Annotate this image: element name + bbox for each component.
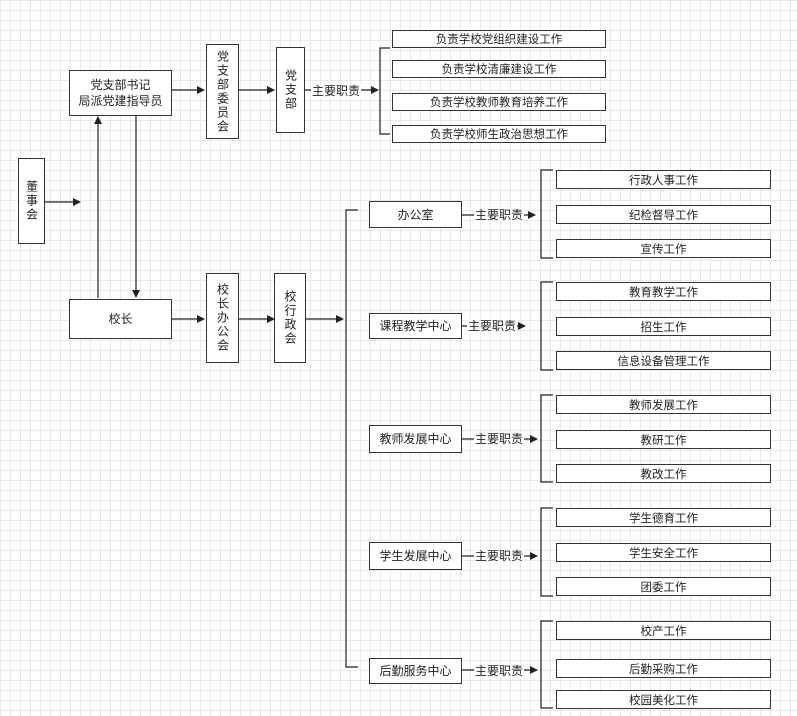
principal-office-label: 校长办公会 <box>215 283 230 353</box>
secretary-box: 党支部书记 局派党建指导员 <box>69 70 172 116</box>
party-branch-box: 党支部 <box>276 47 305 133</box>
duty-item: 教改工作 <box>556 464 771 483</box>
department-box: 办公室 <box>369 201 462 228</box>
party-duty-2: 负责学校清廉建设工作 <box>392 60 606 78</box>
party-committee-label: 党支部委员会 <box>215 49 230 134</box>
principal-label: 校长 <box>108 312 133 326</box>
duty-item: 后勤采购工作 <box>556 659 771 678</box>
duty-item: 行政人事工作 <box>556 170 771 189</box>
board-label: 董事会 <box>24 180 39 222</box>
dept-main-duty-label: 主要职责 <box>474 432 525 446</box>
party-duty-4: 负责学校师生政治思想工作 <box>392 125 606 143</box>
admin-council-box: 校行政会 <box>274 273 306 363</box>
department-box: 课程教学中心 <box>369 313 462 339</box>
dept-main-duty-label: 主要职责 <box>474 208 525 222</box>
duty-item: 团委工作 <box>556 577 771 596</box>
secretary-line-2: 局派党建指导员 <box>78 94 163 108</box>
board-box: 董事会 <box>18 158 45 244</box>
duty-item: 教师发展工作 <box>556 395 771 414</box>
duty-item: 宣传工作 <box>556 239 771 258</box>
secretary-line-1: 党支部书记 <box>90 78 151 92</box>
duty-item: 校园美化工作 <box>556 690 771 709</box>
duty-item: 校产工作 <box>556 621 771 640</box>
party-duty-1: 负责学校党组织建设工作 <box>392 30 606 48</box>
principal-office-box: 校长办公会 <box>206 273 239 363</box>
dept-main-duty-label: 主要职责 <box>474 664 525 678</box>
party-duty-3: 负责学校教师教育培养工作 <box>392 93 606 111</box>
dept-main-duty-label: 主要职责 <box>467 319 518 333</box>
department-box: 后勤服务中心 <box>369 658 462 684</box>
duty-item: 信息设备管理工作 <box>556 351 771 370</box>
principal-box: 校长 <box>69 299 172 339</box>
duty-item: 学生德育工作 <box>556 508 771 527</box>
dept-main-duty-label: 主要职责 <box>474 549 525 563</box>
duty-item: 教研工作 <box>556 430 771 449</box>
duty-item: 教育教学工作 <box>556 282 771 301</box>
admin-council-label: 校行政会 <box>283 290 297 346</box>
duty-item: 招生工作 <box>556 317 771 336</box>
party-committee-box: 党支部委员会 <box>206 44 239 139</box>
duty-item: 纪检督导工作 <box>556 205 771 224</box>
party-branch-label: 党支部 <box>283 69 298 111</box>
duty-item: 学生安全工作 <box>556 543 771 562</box>
department-box: 学生发展中心 <box>369 542 462 570</box>
department-box: 教师发展中心 <box>369 425 462 453</box>
party-main-duty-label: 主要职责 <box>311 84 362 98</box>
